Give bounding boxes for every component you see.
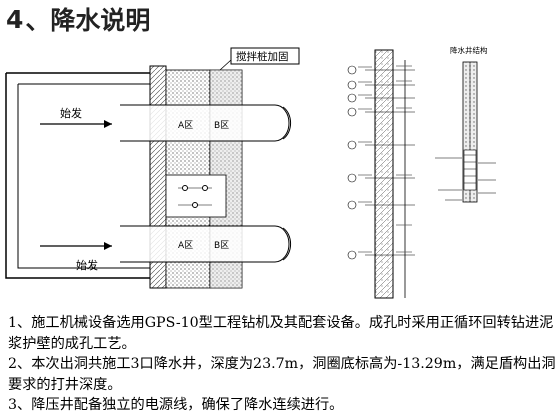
zone-a-label-top: A区 (178, 120, 193, 131)
launch-label-bottom: 始发 (76, 258, 98, 272)
note-item: 3、降压井配备独立的电源线，确保了降水连续进行。 (8, 397, 344, 413)
engineering-drawing: 始发 始发 A区 B区 A区 B区 搅拌桩加固 (5, 45, 496, 299)
notes: 1、施工机械设备选用GPS-10型工程钻机及其配套设备。成孔时采用正循环回转钻进… (8, 313, 556, 416)
soil-column (374, 49, 394, 299)
note-item: 1、施工机械设备选用GPS-10型工程钻机及其配套设备。成孔时采用正循环回转钻进… (8, 315, 554, 352)
page-title: 4 、 降水说明 (6, 2, 150, 36)
callout-label: 搅拌桩加固 (236, 50, 289, 63)
layer-marker (347, 200, 357, 210)
layer-marker (347, 93, 357, 103)
well-structure-title: 降水井结构 (450, 45, 488, 55)
layer-marker (347, 173, 357, 183)
title-separator: 、 (25, 6, 51, 35)
layer-marker (347, 107, 357, 117)
well-point (202, 185, 208, 191)
callout-box (230, 47, 300, 65)
note-item: 2、本次出洞共施工3口降水井，深度为23.7m，洞圈底标高为-13.29m，满足… (8, 356, 556, 393)
layer-marker (347, 80, 357, 90)
zone-a-label-bottom: A区 (178, 240, 193, 251)
layer-marker (347, 140, 357, 150)
shaft-outer-wall (5, 72, 150, 279)
zone-b-label-top: B区 (214, 120, 229, 131)
layer-marker (347, 250, 357, 260)
section-title: 降水说明 (50, 6, 151, 35)
well-point (182, 185, 188, 191)
filter-section (463, 149, 477, 191)
section-number: 4 (6, 4, 24, 34)
shaft-inner-wall (17, 83, 150, 269)
launch-label-top: 始发 (60, 106, 82, 120)
well-structure: 降水井结构 (435, 45, 496, 203)
plan-view: 始发 始发 A区 B区 A区 B区 搅拌桩加固 (5, 47, 300, 289)
zone-b-label-bottom: B区 (214, 240, 229, 251)
tunnel-lower (120, 225, 292, 263)
callout-leader (219, 59, 232, 71)
dewatering-well-detail (165, 174, 227, 218)
layer-marker (347, 65, 357, 75)
well-point (192, 202, 198, 208)
tunnel-upper (120, 104, 292, 142)
soil-section (347, 49, 415, 299)
